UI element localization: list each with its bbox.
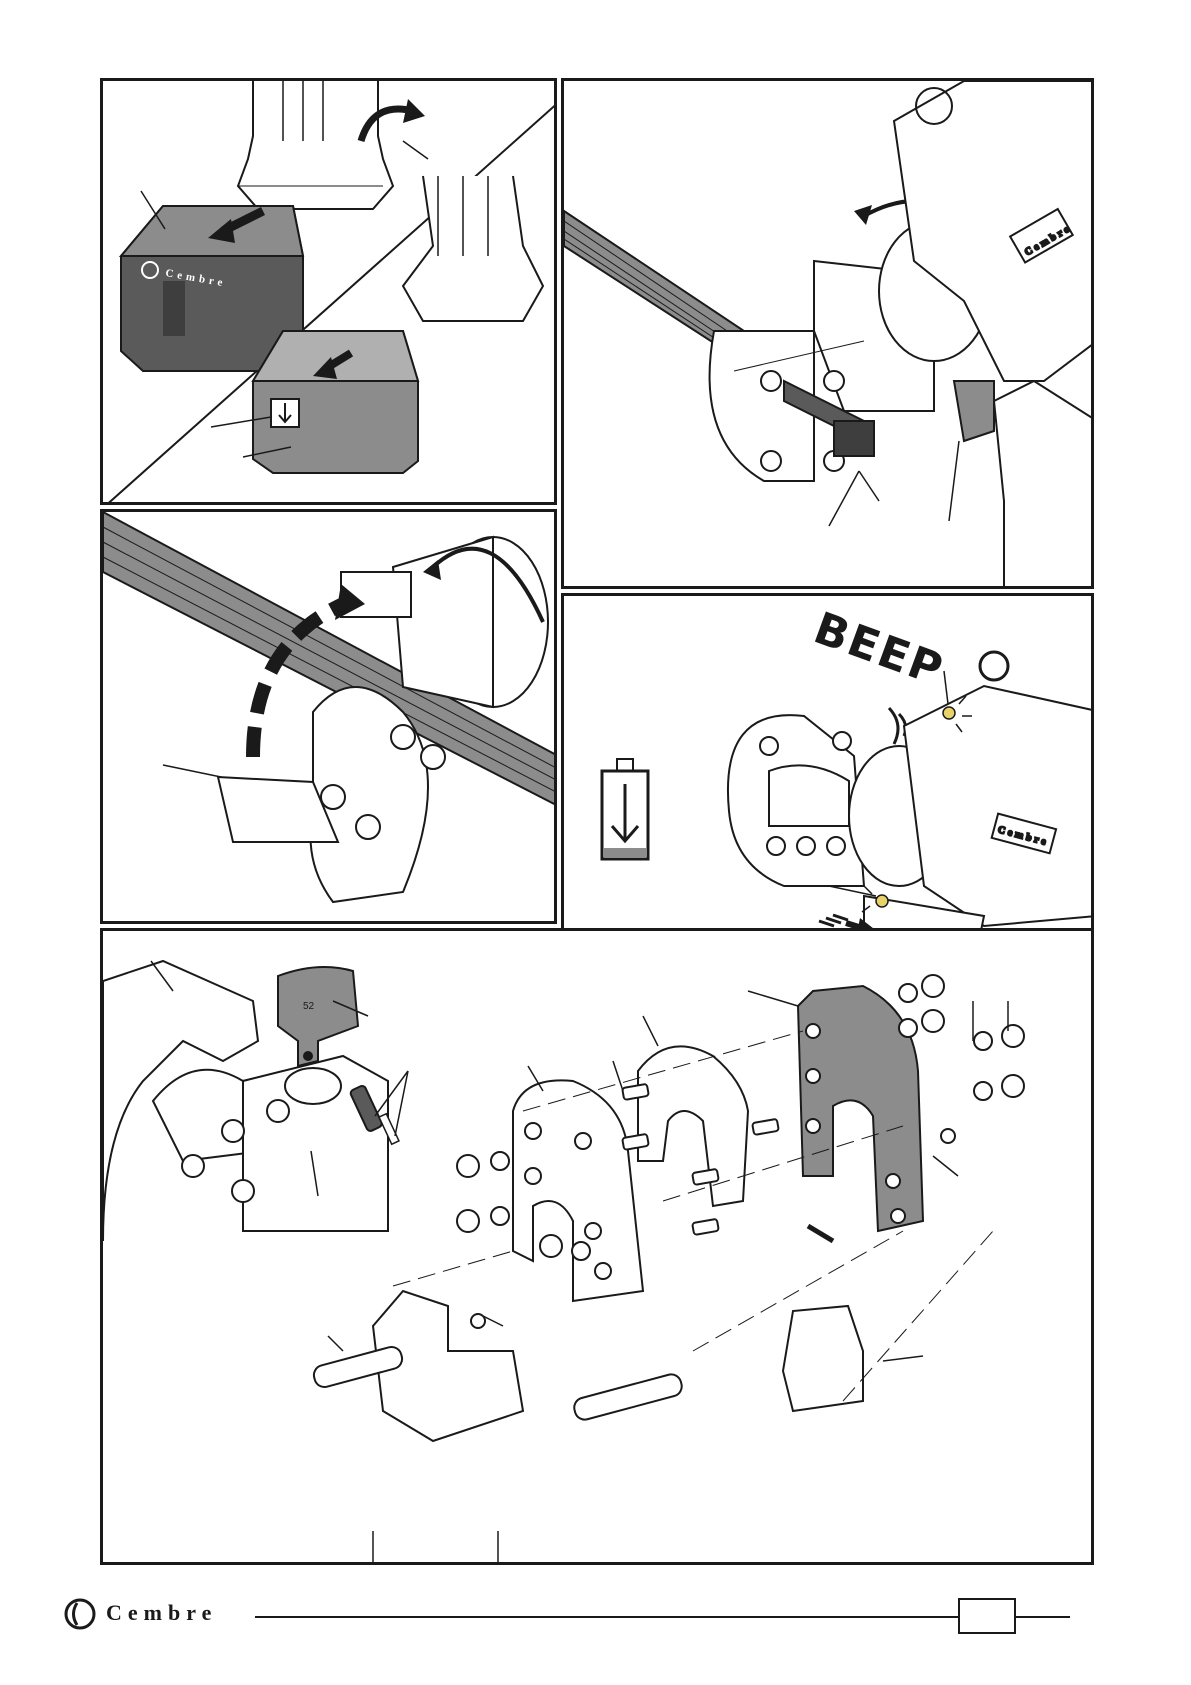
cembre-logo-icon	[64, 1598, 96, 1630]
open-head-illustration	[103, 512, 557, 924]
open-head-panel	[100, 509, 557, 924]
rotating-head-panel: Cembre	[561, 78, 1094, 589]
rotating-head-illustration: Cembre	[564, 81, 1094, 589]
brand-name: Cembre	[106, 1600, 217, 1626]
footer-rule	[255, 1616, 958, 1618]
battery-low-icon	[602, 759, 648, 859]
die-illustration: 52	[278, 967, 358, 1066]
lower-jaw-illustration	[312, 1291, 863, 1441]
die-marking: 52	[303, 1001, 315, 1012]
led-indicator-top	[943, 707, 955, 719]
front-plate-illustration	[513, 1080, 643, 1301]
battery-replacement-panel: Cembre	[100, 78, 557, 505]
led-indicator-bottom	[876, 895, 888, 907]
footer-rule-right	[1016, 1616, 1070, 1618]
tool-base-right-illustration	[403, 176, 543, 321]
head-disassembly-illustration: 52	[103, 931, 1094, 1565]
footer-brand: Cembre	[64, 1598, 254, 1632]
head-disassembly-panel: 52	[100, 928, 1094, 1565]
battery-replacement-illustration: Cembre	[103, 81, 557, 505]
tool-base-illustration	[238, 81, 393, 209]
battery-pack-inserted	[253, 331, 418, 473]
page-number-box	[958, 1598, 1016, 1634]
